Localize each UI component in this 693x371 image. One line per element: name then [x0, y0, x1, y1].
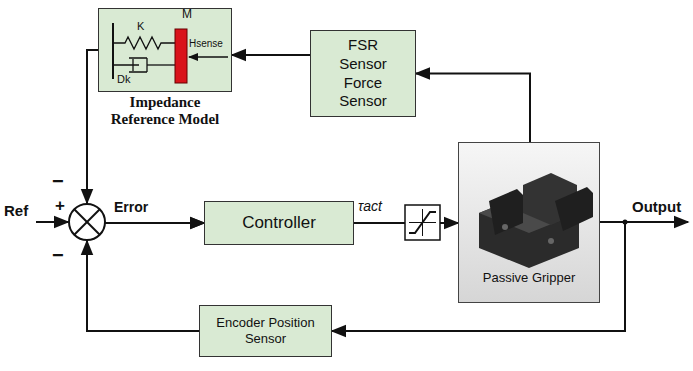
mass-label: M [182, 7, 192, 21]
connector [416, 74, 530, 143]
sensor-box: FSR Sensor Force Sensor [310, 30, 416, 117]
saturation-symbol [405, 205, 440, 240]
node-label: FSR Sensor Force Sensor [317, 34, 409, 113]
signal-label: τact [358, 198, 382, 214]
sign-label: − [52, 244, 64, 267]
node-label: Controller [236, 210, 322, 235]
output-line [625, 221, 688, 223]
input-line [36, 221, 68, 223]
node-label: Encoder Position Sensor [210, 313, 322, 350]
damper-label: Dk [117, 73, 130, 85]
sign-label: − [52, 170, 64, 193]
branch-dot [623, 220, 628, 225]
input-label: Ref [4, 202, 28, 219]
junction-arrow [86, 241, 88, 256]
spring-label: K [137, 20, 144, 32]
force-label: Hsense [189, 38, 223, 49]
junction-arrow [86, 190, 88, 203]
summing-junction [69, 204, 105, 240]
node-label: Passive Gripper [459, 268, 599, 288]
plant-box: Passive Gripper [458, 142, 600, 303]
node-heading: Impedance Reference Model [89, 94, 241, 128]
connector [232, 54, 310, 56]
controller-box: Controller [204, 201, 354, 245]
sign-label: + [55, 196, 65, 216]
signal-label: Error [114, 199, 148, 215]
connector [87, 223, 204, 331]
output-label: Output [632, 198, 681, 215]
sensor-box: Encoder Position Sensor [199, 305, 332, 357]
